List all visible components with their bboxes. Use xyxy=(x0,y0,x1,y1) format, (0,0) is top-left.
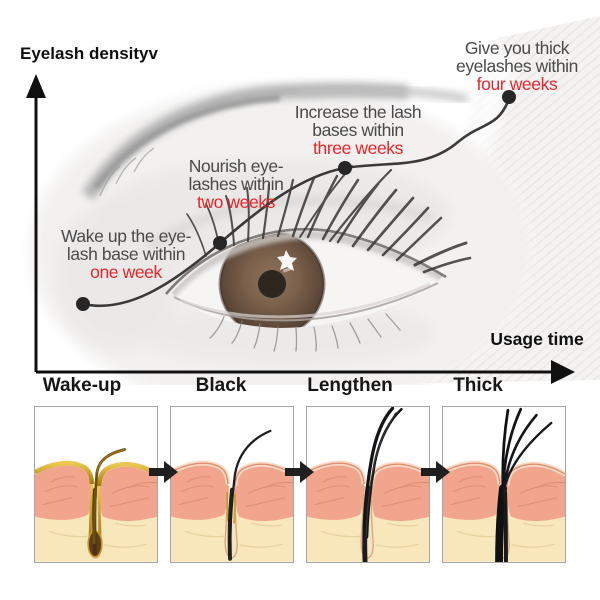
milestone-line: eyelashes within xyxy=(455,56,579,76)
milestone-highlight: four weeks xyxy=(476,74,558,94)
milestone-week-3: Increase the lash bases within three wee… xyxy=(294,102,422,158)
milestone-week-2: Nourish eye- lashes within two weeks xyxy=(189,157,284,211)
lash-stroke xyxy=(495,484,507,562)
milestone-week-4: Give you thick eyelashes within four wee… xyxy=(456,39,578,93)
stage-panel-lengthen xyxy=(306,406,430,563)
follicle-illustration-lengthen xyxy=(307,407,429,562)
arrow-right-icon xyxy=(149,460,179,484)
follicle-illustration-thick xyxy=(443,407,565,562)
milestone-line: lash base within xyxy=(66,244,186,264)
arrow-right-icon xyxy=(285,460,315,484)
curve-point-week-3 xyxy=(338,161,352,175)
curve-point-week-1 xyxy=(76,297,90,311)
lash-stroke xyxy=(228,429,272,556)
lash-stroke xyxy=(502,421,553,492)
axis-arrow-right-icon xyxy=(551,360,575,384)
lash-stroke xyxy=(501,407,523,492)
milestone-week-1: Wake up the eye- lash base within one we… xyxy=(60,226,192,282)
curve-point-week-2 xyxy=(213,236,227,250)
stage-label-lengthen: Lengthen xyxy=(307,375,393,396)
growth-curve xyxy=(82,98,511,308)
eyelid-crease xyxy=(147,195,434,251)
milestone-line: Give you thick xyxy=(464,38,570,58)
eye-photo-illustration xyxy=(30,16,600,385)
lower-lashes xyxy=(209,313,401,352)
x-axis xyxy=(36,360,575,384)
pupil xyxy=(258,270,286,298)
follicle-illustration-black xyxy=(171,407,293,562)
stage-label-wake-up: Wake-up xyxy=(42,375,122,396)
milestone-line: lashes within xyxy=(188,174,284,194)
y-axis-title: Eyelash densityv xyxy=(20,44,158,63)
stage-label-thick: Thick xyxy=(453,375,503,396)
follicle-illustration-wake-up xyxy=(35,407,157,562)
stage-panel-thick xyxy=(442,406,566,563)
milestone-line: bases within xyxy=(312,120,404,140)
axis-arrow-up-icon xyxy=(26,74,46,98)
milestone-highlight: three weeks xyxy=(313,138,403,158)
milestone-line: Increase the lash xyxy=(294,102,422,122)
catchlight xyxy=(277,250,297,271)
milestone-highlight: one week xyxy=(90,262,162,282)
y-axis xyxy=(26,74,46,372)
milestone-line: Nourish eye- xyxy=(188,156,284,176)
x-axis-title: Usage time xyxy=(490,329,584,349)
lash-stroke xyxy=(96,448,126,473)
lash-stroke xyxy=(363,407,395,539)
lash-stroke xyxy=(503,489,508,562)
curve-point-week-4 xyxy=(502,90,516,104)
iris-group xyxy=(172,230,443,328)
milestone-line: Wake up the eye- xyxy=(60,226,192,246)
stage-panel-black xyxy=(170,406,294,563)
stage-panel-wake-up xyxy=(34,406,158,563)
stage-label-black: Black xyxy=(195,375,247,396)
eyebrow xyxy=(82,82,469,200)
arrow-right-icon xyxy=(421,460,451,484)
lash-stroke xyxy=(365,412,397,538)
milestone-highlight: two weeks xyxy=(196,192,276,212)
